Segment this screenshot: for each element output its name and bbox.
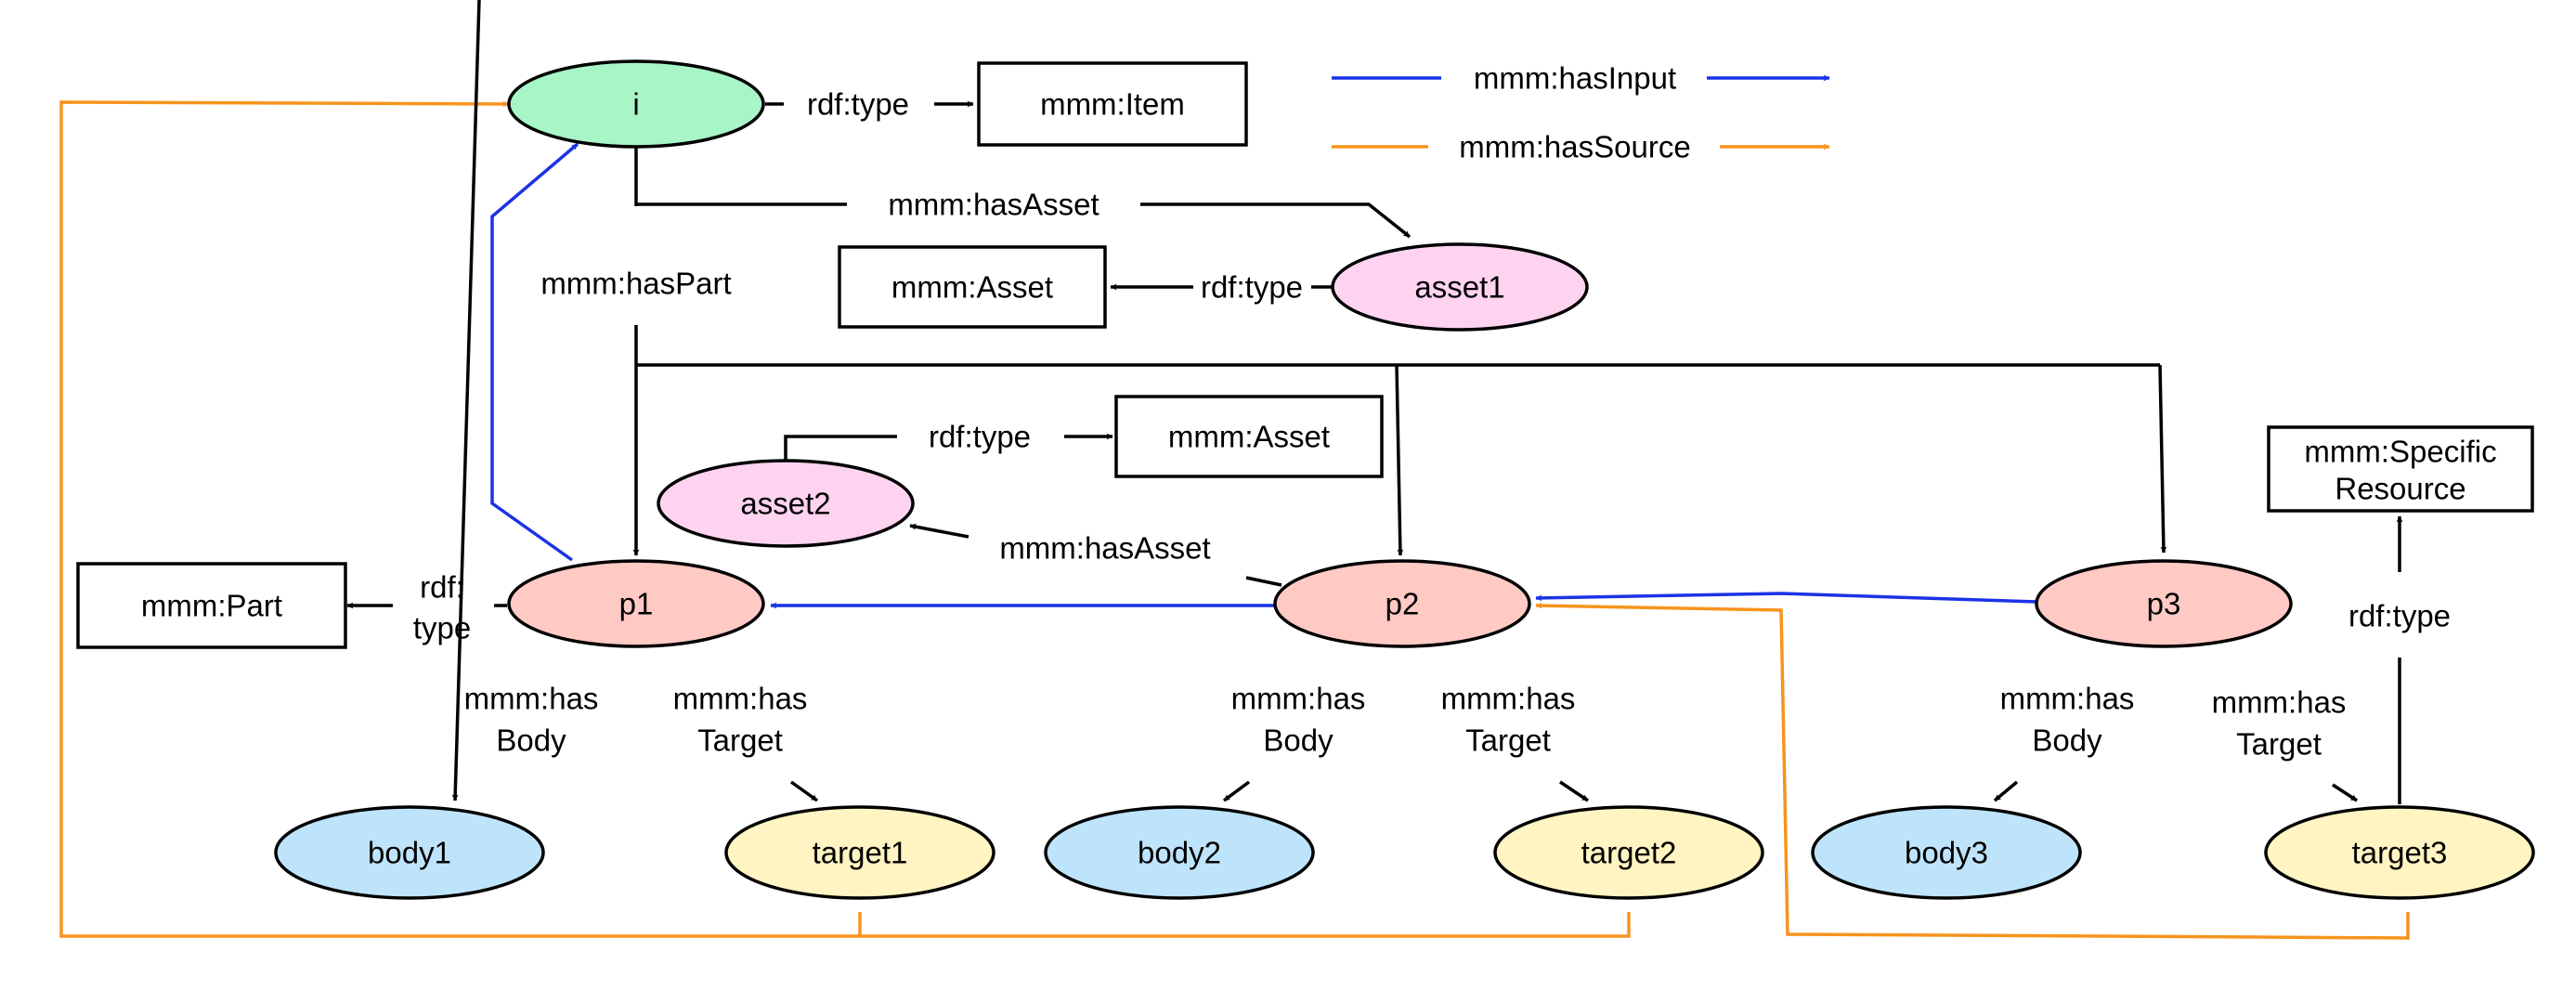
node-body1: body1	[274, 805, 545, 900]
class-item-label: mmm:Item	[1040, 87, 1185, 122]
class-box-asset-b: mmm:Asset	[1114, 395, 1384, 478]
node-body2-label: body2	[1138, 836, 1221, 870]
label-p3-body-line1: mmm:has	[2000, 682, 2135, 716]
node-target1-label: target1	[813, 836, 908, 870]
has-source-edge-target3-to-p2	[1535, 602, 2410, 940]
node-p3: p3	[2035, 559, 2293, 648]
edge-has-part-p2	[1395, 364, 1404, 556]
label-target3-type: rdf:type	[2348, 599, 2451, 633]
class-asset-a-label: mmm:Asset	[891, 270, 1053, 305]
node-p1-label: p1	[619, 587, 654, 621]
class-box-part: mmm:Part	[76, 562, 347, 649]
legend-has-source-label: mmm:hasSource	[1459, 130, 1690, 164]
node-body1-label: body1	[368, 836, 451, 870]
label-p2-body-line2: Body	[1263, 723, 1334, 758]
edge-p2-asset-end	[909, 523, 969, 539]
node-p2-label: p2	[1386, 587, 1420, 621]
node-target2-label: target2	[1581, 836, 1677, 870]
class-specific-resource-line1: mmm:Specific	[2304, 435, 2496, 469]
has-source-edge-target1-to-i	[59, 100, 862, 938]
label-p1-type-line1: rdf:	[420, 570, 464, 605]
edge-p1-target	[789, 780, 819, 802]
edge-has-part-p3	[2158, 364, 2167, 554]
edge-p3-body	[1993, 780, 2019, 802]
node-asset1: asset1	[1331, 242, 1589, 332]
edge-p2-body	[1222, 780, 1251, 802]
label-p3-body-line2: Body	[2032, 723, 2102, 758]
has-input-edge-p3-to-p2	[1535, 592, 2038, 604]
edge-i-asset-b	[1140, 202, 1412, 239]
edge-p2-asset-start	[1245, 576, 1282, 587]
node-asset1-label: asset1	[1414, 270, 1504, 305]
class-box-item: mmm:Item	[977, 61, 1248, 147]
label-p1-body-line1: mmm:has	[464, 682, 599, 716]
edge-p2-target	[1559, 780, 1589, 802]
node-body2: body2	[1044, 805, 1315, 900]
label-has-part: mmm:hasPart	[540, 267, 731, 301]
label-has-asset-p2: mmm:hasAsset	[999, 531, 1210, 566]
node-body3: body3	[1811, 805, 2082, 900]
node-body3-label: body3	[1905, 836, 1988, 870]
node-target1: target1	[724, 805, 995, 900]
label-p1-type-line2: type	[413, 611, 471, 645]
node-i: i	[507, 59, 765, 149]
label-p2-target-line2: Target	[1465, 723, 1551, 758]
node-p3-label: p3	[2147, 587, 2181, 621]
label-p1-target-line2: Target	[697, 723, 783, 758]
edge-p1-body	[451, 0, 481, 801]
class-box-asset-a: mmm:Asset	[838, 245, 1107, 329]
label-i-type: rdf:type	[807, 87, 909, 122]
label-p2-target-line1: mmm:has	[1441, 682, 1576, 716]
label-p3-target-line1: mmm:has	[2212, 685, 2347, 720]
node-target3-label: target3	[2352, 836, 2448, 870]
node-asset2-label: asset2	[740, 487, 830, 521]
node-p2: p2	[1273, 559, 1531, 648]
label-asset2-type: rdf:type	[929, 420, 1031, 454]
class-asset-b-label: mmm:Asset	[1168, 420, 1330, 454]
node-p1: p1	[507, 559, 765, 648]
label-asset1-type: rdf:type	[1201, 270, 1303, 305]
label-has-asset-i: mmm:hasAsset	[888, 188, 1099, 222]
label-p1-target-line1: mmm:has	[673, 682, 808, 716]
node-i-label: i	[632, 87, 639, 122]
label-p2-body-line1: mmm:has	[1231, 682, 1366, 716]
node-target3: target3	[2264, 805, 2535, 900]
has-input-edge-p1-to-i	[490, 142, 579, 562]
class-specific-resource-line2: Resource	[2335, 472, 2465, 506]
label-p1-body-line2: Body	[496, 723, 566, 758]
legend: mmm:hasInput mmm:hasSource	[1332, 61, 1830, 164]
class-box-specific-resource: mmm:Specific Resource	[2267, 425, 2534, 513]
node-asset2: asset2	[657, 459, 915, 548]
legend-has-input-label: mmm:hasInput	[1474, 61, 1676, 96]
edge-asset2-type-start	[784, 435, 897, 461]
edge-p3-target	[2332, 783, 2358, 802]
node-target2: target2	[1493, 805, 1764, 900]
label-p3-target-line2: Target	[2236, 727, 2322, 762]
class-part-label: mmm:Part	[141, 589, 282, 623]
has-source-edge-target2-to-i	[860, 912, 1631, 938]
